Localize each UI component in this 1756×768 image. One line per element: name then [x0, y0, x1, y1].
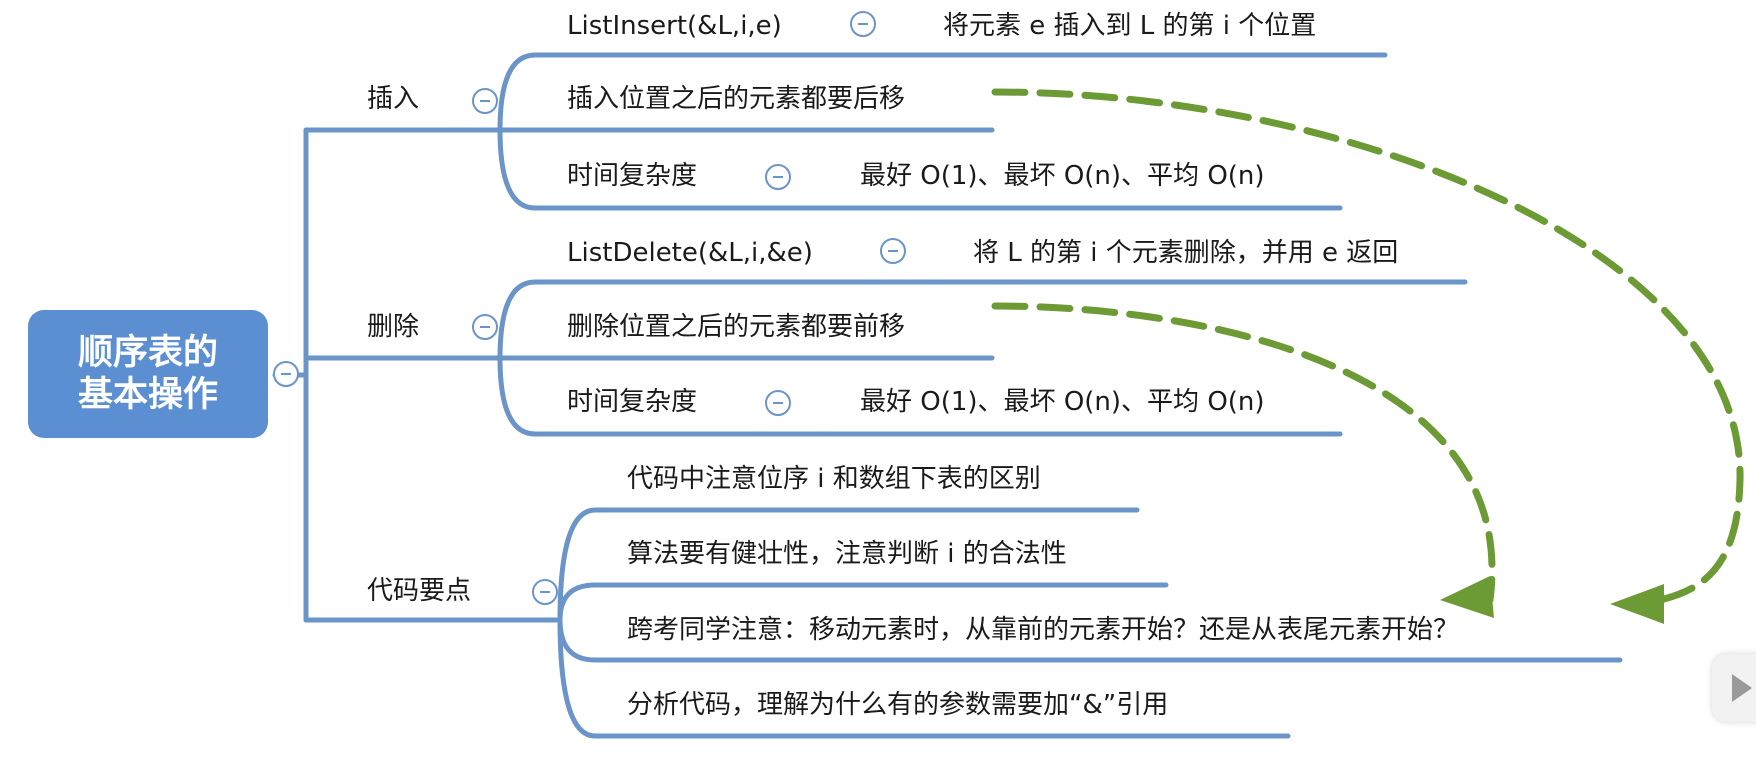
root-node[interactable]: 顺序表的 基本操作 [28, 310, 268, 438]
code-point-4: 分析代码，理解为什么有的参数需要加“&”引用 [627, 690, 1169, 720]
insert-complexity-collapse-icon[interactable] [765, 164, 791, 190]
code-point-3: 跨考同学注意：移动元素时，从靠前的元素开始？还是从表尾元素开始？ [627, 615, 1460, 645]
root-title-line1: 顺序表的 [77, 333, 218, 373]
delete-collapse-icon[interactable] [472, 314, 498, 340]
branch-delete-label: 删除 [367, 312, 420, 342]
code-collapse-icon[interactable] [532, 579, 558, 605]
delete-shift-arrow [991, 302, 1496, 604]
branch-code-label: 代码要点 [367, 576, 472, 606]
insert-collapse-icon[interactable] [472, 88, 498, 114]
delete-func-label: ListDelete(&L,i,&e) [567, 238, 813, 268]
root-title-line2: 基本操作 [77, 375, 218, 415]
code-point-1: 代码中注意位序 i 和数组下表的区别 [627, 464, 1041, 494]
delete-func-collapse-icon[interactable] [880, 238, 906, 264]
insert-func-label: ListInsert(&L,i,e) [567, 11, 782, 41]
insert-shift-label: 插入位置之后的元素都要后移 [567, 84, 906, 114]
delete-complexity-label: 时间复杂度 [567, 387, 698, 417]
insert-arrowhead [1610, 584, 1664, 624]
code-point-2: 算法要有健壮性，注意判断 i 的合法性 [627, 539, 1067, 569]
play-icon[interactable] [1712, 654, 1756, 722]
insert-complexity-value: 最好 O(1)、最坏 O(n)、平均 O(n) [860, 161, 1265, 191]
delete-complexity-value: 最好 O(1)、最坏 O(n)、平均 O(n) [860, 387, 1265, 417]
root-collapse-icon[interactable] [273, 361, 299, 387]
branch-insert-label: 插入 [367, 84, 420, 114]
insert-shift-arrow [991, 88, 1744, 604]
delete-complexity-collapse-icon[interactable] [765, 390, 791, 416]
insert-func-desc: 将元素 e 插入到 L 的第 i 个位置 [943, 11, 1317, 41]
delete-arrowhead [1440, 576, 1494, 618]
delete-shift-label: 删除位置之后的元素都要前移 [567, 312, 906, 342]
insert-func-collapse-icon[interactable] [850, 11, 876, 37]
delete-func-desc: 将 L 的第 i 个元素删除，并用 e 返回 [973, 238, 1399, 268]
insert-complexity-label: 时间复杂度 [567, 161, 698, 191]
